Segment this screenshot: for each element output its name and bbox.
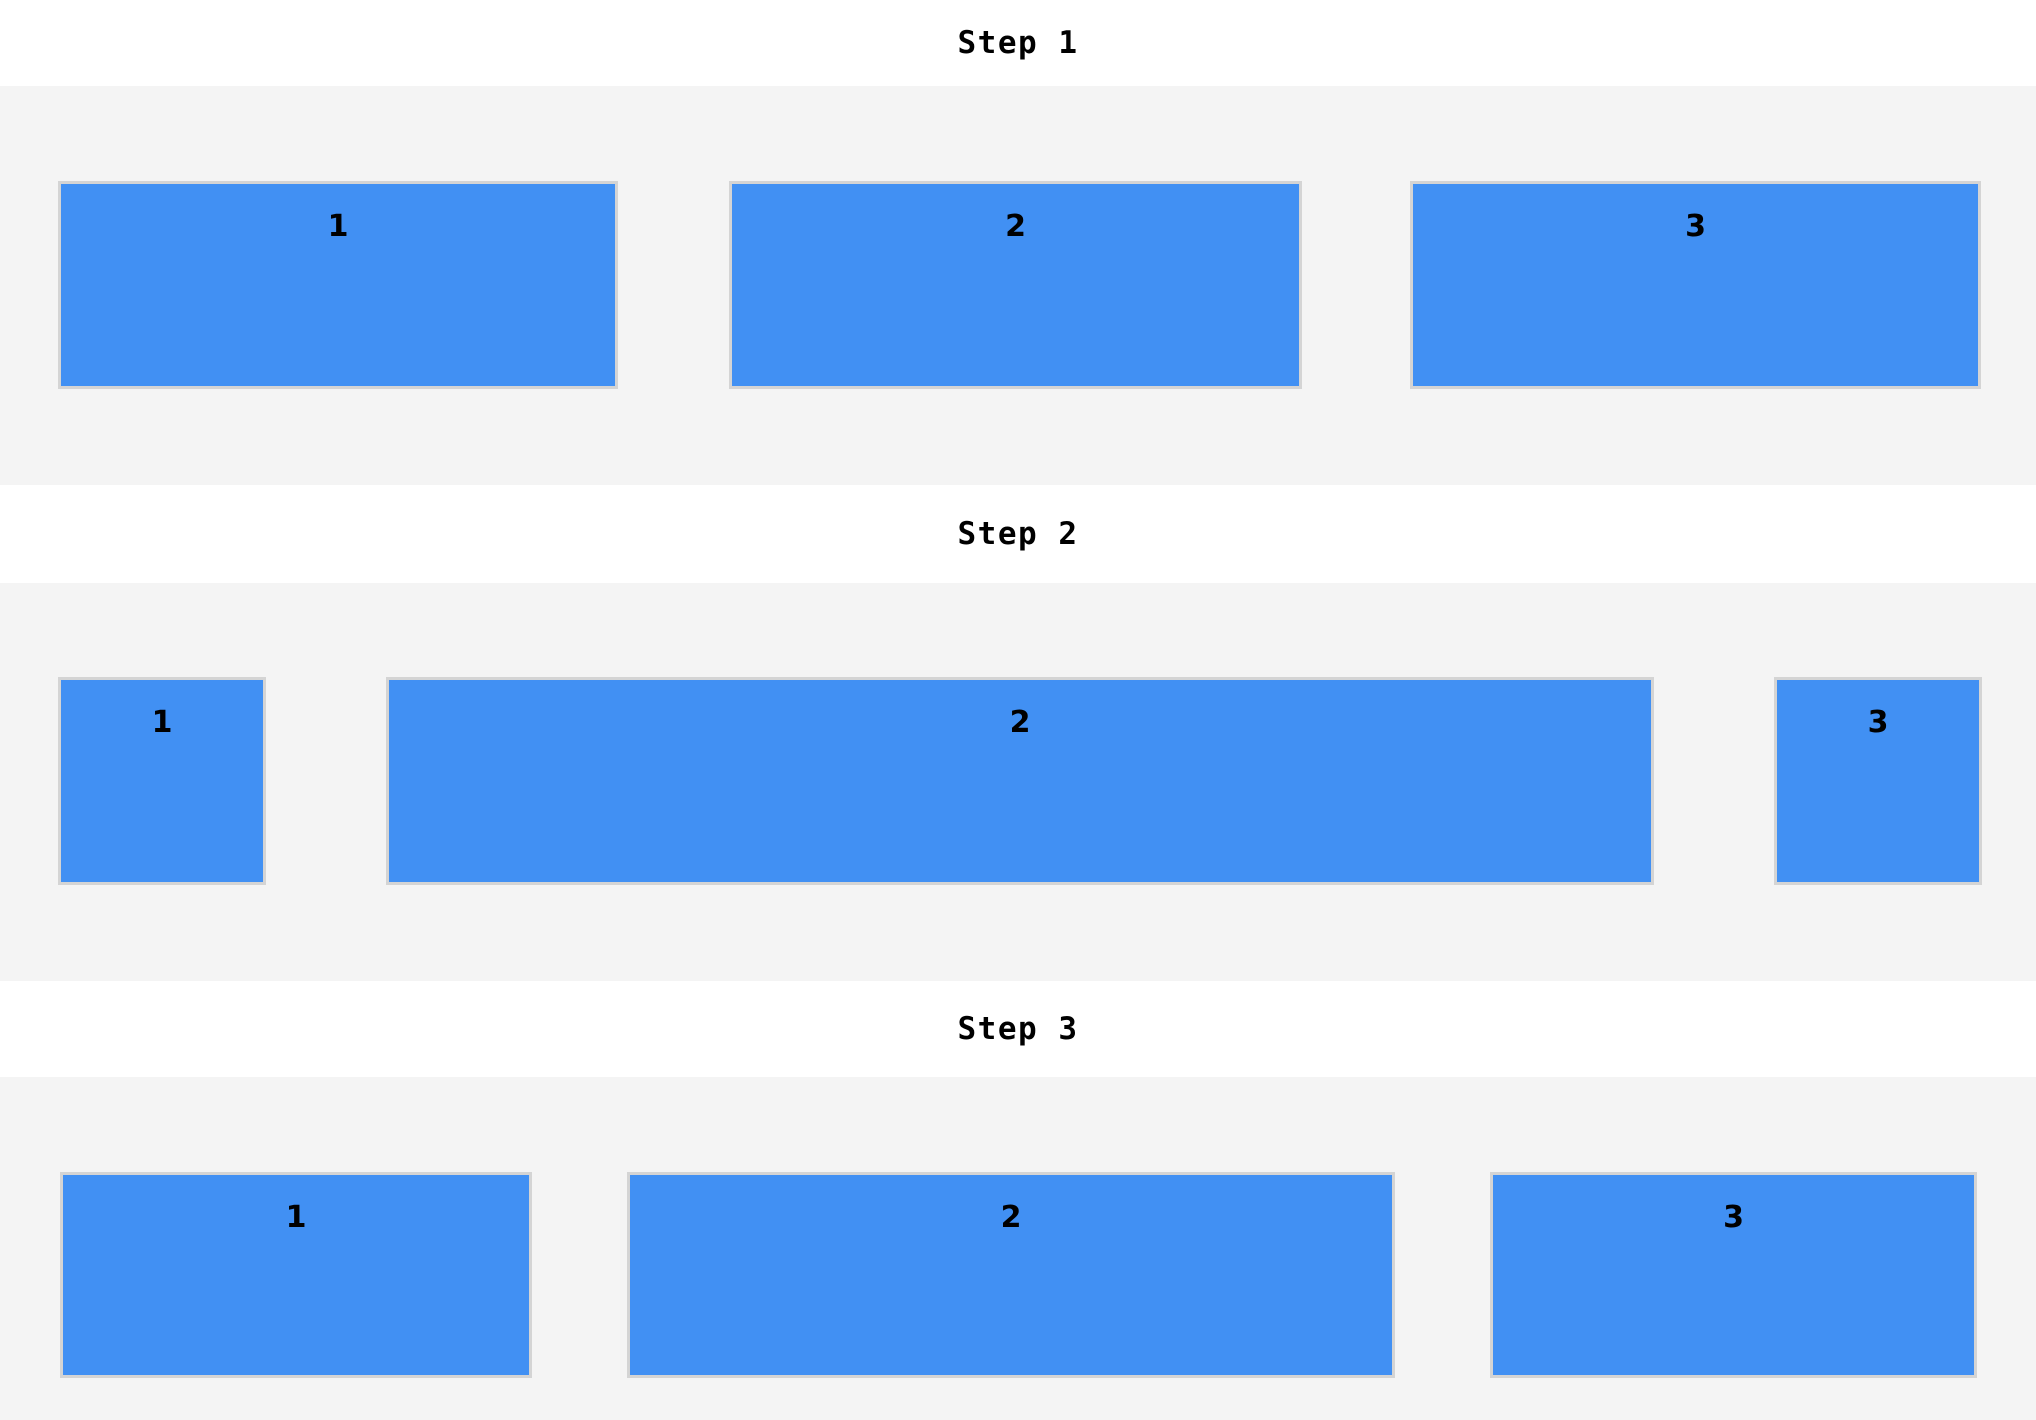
step-2-box-2-label: 2: [1009, 705, 1031, 740]
step-1-box-1-label: 1: [327, 209, 349, 244]
step-1-box-3-label: 3: [1685, 209, 1706, 244]
step-3-box-3[interactable]: 3: [1490, 1172, 1977, 1378]
step-2-box-2[interactable]: 2: [386, 677, 1654, 885]
step-1-content-band: 1 2 3: [0, 86, 2036, 485]
step-2-box-1[interactable]: 1: [58, 677, 266, 885]
step-3-box-2[interactable]: 2: [627, 1172, 1395, 1378]
step-2-box-3-label: 3: [1867, 705, 1889, 740]
step-1-box-1[interactable]: 1: [58, 181, 618, 389]
step-3-box-1[interactable]: 1: [60, 1172, 532, 1378]
step-1-box-3[interactable]: 3: [1410, 181, 1981, 389]
step-3-box-3-label: 3: [1723, 1200, 1744, 1235]
step-2-box-1-label: 1: [151, 705, 173, 740]
step-1-box-2[interactable]: 2: [729, 181, 1302, 389]
step-3-box-1-label: 1: [285, 1200, 307, 1235]
step-3-title: Step 3: [0, 981, 2036, 1077]
step-2-title: Step 2: [0, 485, 2036, 583]
step-2-box-3[interactable]: 3: [1774, 677, 1982, 885]
step-1-box-2-label: 2: [1005, 209, 1026, 244]
step-1-title: Step 1: [0, 0, 2036, 86]
step-3-content-band: 1 2 3: [0, 1077, 2036, 1420]
step-3-box-2-label: 2: [1000, 1200, 1022, 1235]
step-2-content-band: 1 2 3: [0, 583, 2036, 981]
